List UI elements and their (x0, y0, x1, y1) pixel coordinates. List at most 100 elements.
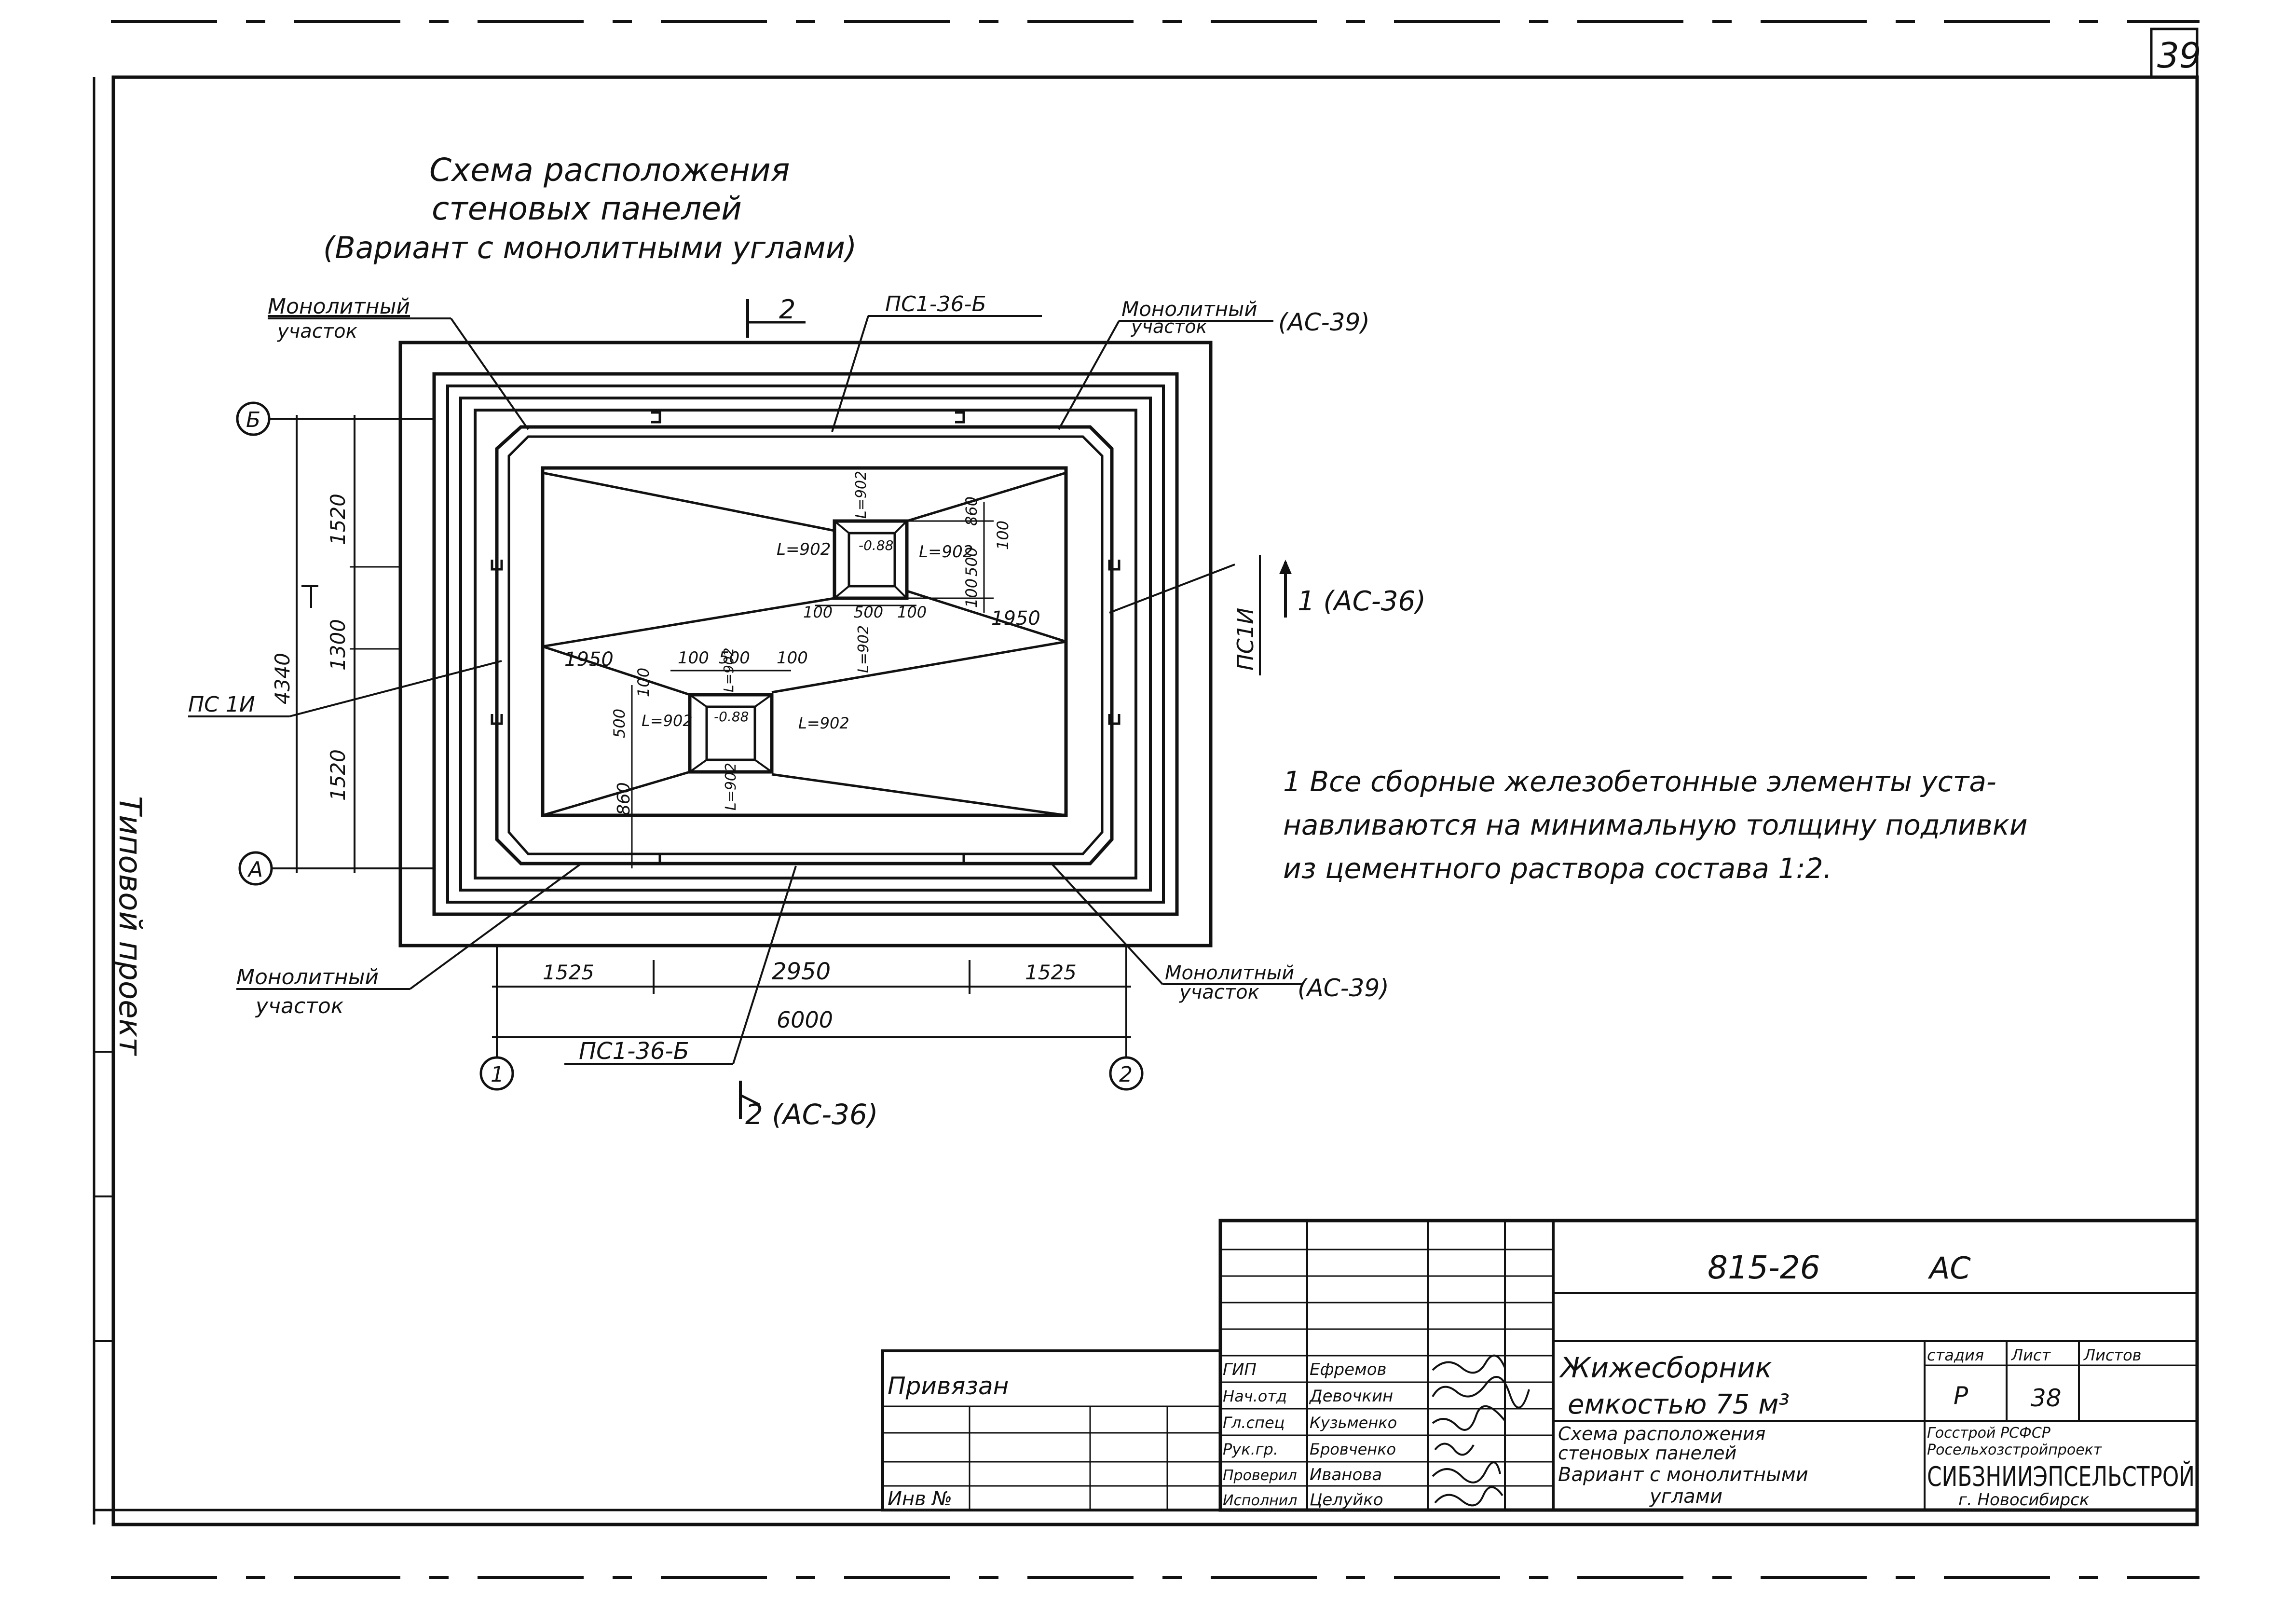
title-line-2: стеновых панелей (432, 190, 742, 227)
pit-corner (894, 585, 908, 599)
stamp-sheet-title-1: Схема расположения (1558, 1423, 1765, 1444)
stamp-inv: Инв № (888, 1488, 952, 1510)
callout-leader (1109, 563, 1235, 614)
slope-line (771, 640, 1066, 694)
slope-line (542, 770, 690, 817)
stamp-name-5: Целуйко (1310, 1490, 1383, 1510)
pit-bot-l1: 500 (610, 709, 629, 738)
pit-corner (754, 759, 773, 773)
pit-lower (688, 693, 774, 774)
callout-leader (831, 316, 869, 432)
note-line-1: 1 Все сборные железобетонные элементы ус… (1283, 765, 1996, 798)
dim-bottom-mid: 2950 (772, 958, 831, 985)
pit-top-mark: -0.88 (859, 537, 893, 553)
pit-top-r2: 100 (994, 521, 1012, 550)
callout-panel-bottom: ПС1-36-Б (579, 1038, 689, 1065)
stamp-role-1: Нач.отд (1223, 1387, 1287, 1405)
plan-outer-slab (398, 341, 1213, 948)
slope-line (906, 590, 1066, 643)
stamp-sheet: 38 (2031, 1384, 2062, 1412)
dim-left-bot: 1520 (326, 749, 350, 801)
pit-corner (754, 694, 773, 708)
stamp-privyazan: Привязан (888, 1372, 1009, 1400)
stamp-role-3: Рук.гр. (1223, 1440, 1278, 1458)
axis-1-label: 1 (491, 1062, 504, 1087)
callout-leader (450, 317, 529, 430)
callout-mono-top-right-ref: (АС-39) (1278, 308, 1370, 336)
title-line-1: Схема расположения (429, 151, 790, 189)
signature (1432, 1354, 1506, 1374)
pit-bot-l3: 860 (614, 782, 634, 815)
slope-line (542, 597, 835, 648)
callout-leader (289, 660, 502, 717)
stamp-code: 815-26 (1708, 1249, 1820, 1286)
anchor-mark (491, 714, 503, 725)
pit-bot-d1: 100 (678, 648, 709, 668)
pit-bot-top-label: L=902 (721, 647, 737, 692)
dim-bottom-left: 1525 (543, 961, 594, 984)
pit-corner (689, 759, 708, 773)
section-mark-bottom-bar (739, 1094, 761, 1106)
slope-line (906, 471, 1066, 522)
signature (1434, 1442, 1475, 1456)
stamp-col-sheets: Листов (2083, 1346, 2142, 1364)
stamp-col-stage: стадия (1927, 1346, 1984, 1364)
callout-panel-left: ПС 1И (188, 692, 255, 717)
pit-bot-mark: -0.88 (714, 709, 749, 725)
axis-2-label: 2 (1119, 1062, 1133, 1087)
slope-line (542, 471, 835, 532)
signature (1432, 1461, 1501, 1483)
stamp-stage: Р (1954, 1382, 1968, 1410)
callout-mono-bot-right-1: Монолитный (1165, 962, 1294, 984)
stamp-role-2: Гл.спец (1223, 1414, 1285, 1432)
dim-bottom-total: 6000 (777, 1007, 833, 1033)
pit-bot-bottom-label: L=902 (723, 763, 739, 810)
section-bottom-label: 2 (АС-36) (745, 1098, 878, 1131)
callout-mono-bot-right-ref: (АС-39) (1298, 974, 1389, 1002)
pit-top-top-label: L=902 (853, 471, 870, 519)
plan-wall-inner-2 (507, 435, 1104, 855)
pit-bot-d3: 100 (777, 648, 808, 668)
privyazan-block (881, 1349, 1222, 1511)
plan-wall-line-2 (446, 385, 1165, 904)
sheet-number: 39 (2157, 35, 2201, 76)
pit-top-right-label: L=902 (919, 542, 973, 562)
plan-wall-line-3 (459, 397, 1152, 892)
pit-bot-right-label: L=902 (798, 714, 849, 732)
plan-wall-line-4 (474, 409, 1137, 879)
stamp-role-5: Исполнил (1223, 1492, 1297, 1509)
pit-upper-bottom (847, 532, 896, 588)
pit-corner (834, 585, 850, 599)
dim-left-mid: 1300 (326, 619, 350, 671)
callout-panel-top: ПС1-36-Б (885, 292, 986, 316)
note-line-2: навливаются на минимальную толщину подли… (1283, 809, 2028, 841)
dim-bottom-right: 1525 (1025, 961, 1077, 984)
plan-wall-outer (432, 372, 1179, 916)
stamp-role-0: ГИП (1223, 1360, 1257, 1379)
stamp-sheet-title-2: стеновых панелей (1558, 1442, 1736, 1464)
section-top-label: 2 (779, 294, 795, 325)
pit-corner (689, 694, 708, 708)
callout-leader (732, 865, 797, 1064)
stamp-name-1: Девочкин (1309, 1387, 1393, 1406)
stamp-name-0: Ефремов (1310, 1360, 1387, 1379)
pit-top-left-label: L=902 (777, 540, 831, 559)
title-line-3: (Вариант с монолитными углами) (323, 230, 857, 265)
anchor-mark (491, 560, 503, 571)
stamp-col-sheet: Лист (2011, 1346, 2051, 1364)
callout-leader (1051, 863, 1163, 985)
plan-floor-edge (541, 466, 1068, 817)
callout-mono-bot-left-2: участок (255, 994, 344, 1018)
pit-bot-d2: 500 (719, 648, 750, 668)
stamp-name-2: Кузьменко (1310, 1414, 1397, 1432)
anchor-mark (1108, 560, 1121, 571)
slope-line (771, 773, 1066, 817)
stamp-object-2: емкостью 75 м³ (1568, 1389, 1790, 1420)
pit-lower-bottom (705, 705, 756, 761)
stamp-name-3: Бровченко (1310, 1440, 1396, 1458)
stamp-org-3: СИБЗНИИЭПСЕЛЬСТРОЙ (1927, 1461, 2195, 1493)
stamp-name-4: Иванова (1310, 1465, 1382, 1484)
section-right-label: 1 (АС-36) (1298, 586, 1426, 617)
note-line-3: из цементного раствора состава 1:2. (1283, 852, 1832, 885)
